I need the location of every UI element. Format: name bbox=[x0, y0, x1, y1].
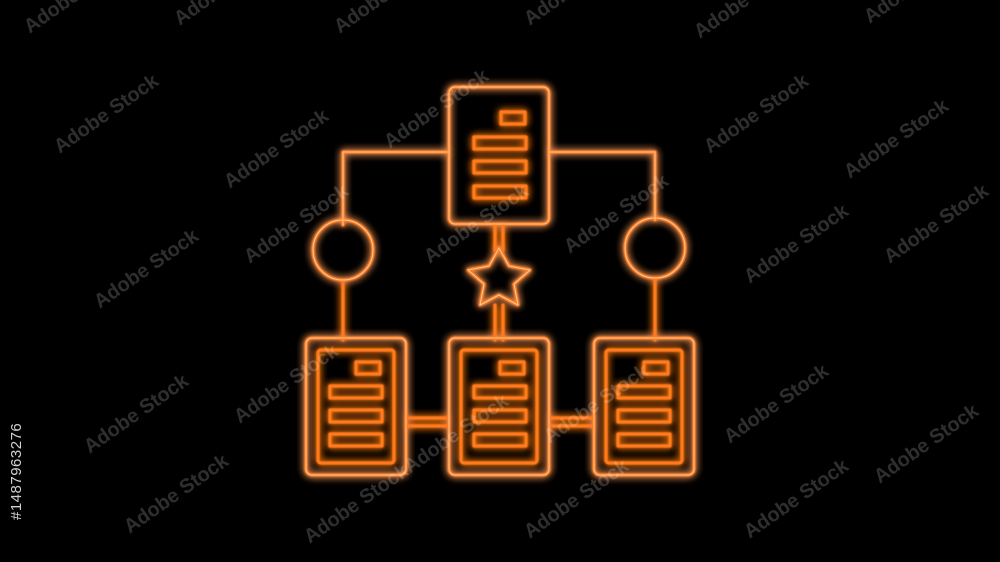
top-document bbox=[447, 85, 551, 226]
bottom-left-document bbox=[304, 336, 408, 477]
bottom-right-document bbox=[592, 336, 696, 477]
right-branch-connector bbox=[547, 150, 657, 222]
bottom-bus-line bbox=[404, 416, 596, 428]
left-branch-connector bbox=[341, 150, 451, 227]
bottom-center-document bbox=[447, 336, 551, 477]
center-stem bbox=[493, 222, 505, 252]
star-icon bbox=[466, 246, 532, 307]
